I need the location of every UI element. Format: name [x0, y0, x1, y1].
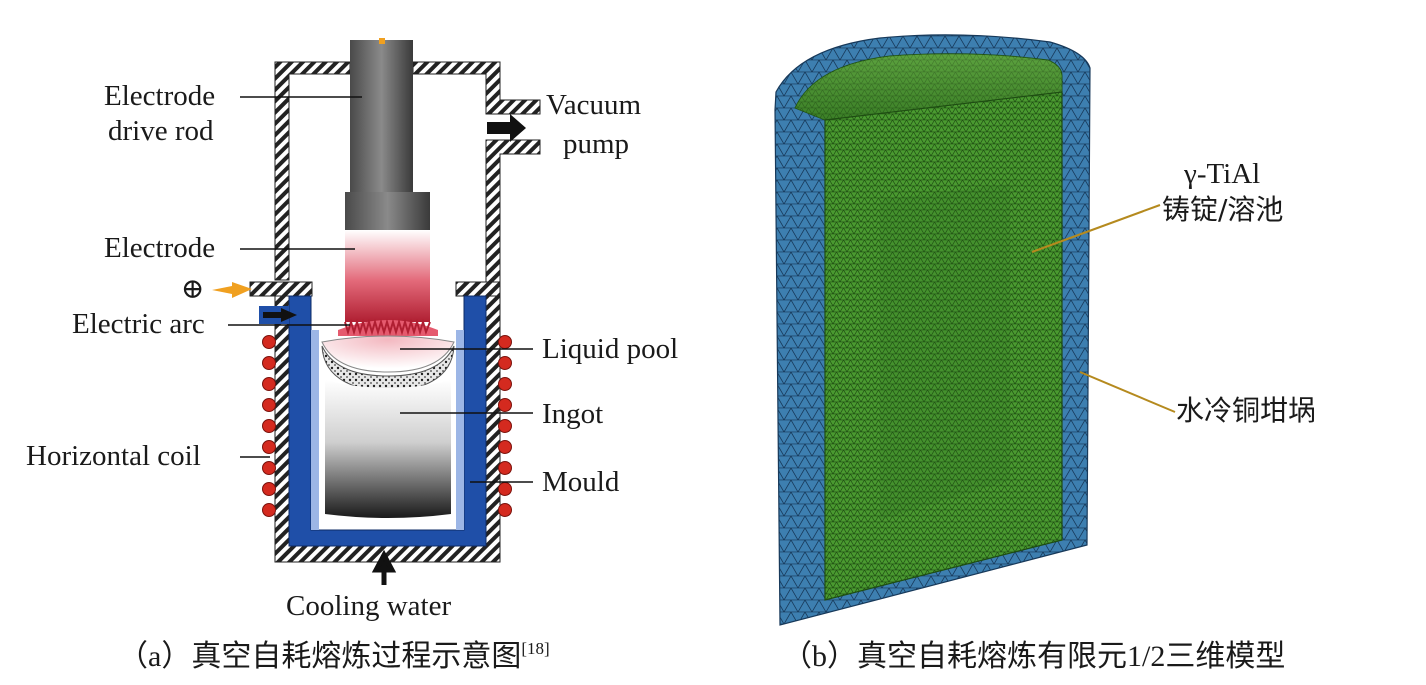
mushy-zone	[321, 345, 455, 393]
caption-a: （a）真空自耗熔炼过程示意图[18]	[118, 639, 550, 673]
caption-a-reference: [18]	[521, 639, 550, 658]
label-electric-arc: Electric arc	[72, 308, 205, 340]
label-ingot: Ingot	[542, 398, 604, 430]
label-water-cooled-crucible: 水冷铜坩埚	[1176, 394, 1317, 427]
label-electrode-drive-rod-line2: drive rod	[108, 115, 214, 147]
panel-a-schematic	[212, 38, 541, 585]
caption-b: （b）真空自耗熔炼有限元1/2三维模型	[782, 640, 1286, 673]
label-plus-terminal: ⊕	[181, 274, 205, 305]
horizontal-coil-right	[498, 335, 512, 517]
leader-lines-a	[228, 96, 533, 483]
mould-inner-lining	[311, 330, 319, 530]
electric-arc	[338, 318, 438, 336]
label-gamma-tial: γ-TiAl	[1184, 158, 1261, 190]
water-inlet-arrow	[263, 308, 297, 322]
caption-a-text: （a）真空自耗熔炼过程示意图	[118, 640, 522, 673]
label-cooling-water: Cooling water	[286, 590, 452, 622]
ingot-leader-line	[1031, 204, 1161, 253]
vacuum-chamber-wall-right-lower	[485, 139, 541, 297]
ingot-body	[325, 380, 451, 518]
electrode-collar	[345, 192, 430, 232]
crucible-leader-line	[1079, 371, 1176, 413]
mould-inner-lining-right	[456, 330, 464, 530]
panel-b-mesh-model	[774, 34, 1176, 626]
chamber-flange-right	[455, 281, 501, 297]
rod-tip-marker	[379, 38, 385, 44]
label-electrode: Electrode	[104, 232, 216, 264]
liquid-pool	[321, 335, 455, 373]
label-vacuum-pump-line1: Vacuum	[546, 89, 642, 121]
label-ingot-pool: 铸锭/溶池	[1162, 193, 1284, 226]
ingot-mesh	[824, 91, 1063, 601]
label-horizontal-coil: Horizontal coil	[26, 440, 201, 472]
ingot-top-mesh	[795, 53, 1062, 120]
label-vacuum-pump-line2: pump	[563, 128, 630, 160]
vacuum-pump-arrow	[487, 114, 526, 142]
horizontal-coil-left	[262, 335, 276, 517]
label-mould: Mould	[542, 466, 620, 498]
label-electrode-drive-rod-line1: Electrode	[104, 80, 216, 112]
vacuum-chamber-wall-right	[412, 61, 541, 115]
electrode-drive-rod	[350, 40, 413, 195]
electrode-body	[345, 230, 430, 322]
vacuum-chamber-wall	[274, 61, 351, 281]
label-liquid-pool: Liquid pool	[542, 333, 679, 365]
ingot-inner-zone	[880, 184, 1010, 520]
cooling-water-arrow	[371, 549, 397, 585]
chamber-flange-left	[249, 281, 313, 297]
current-arrow	[212, 282, 252, 298]
